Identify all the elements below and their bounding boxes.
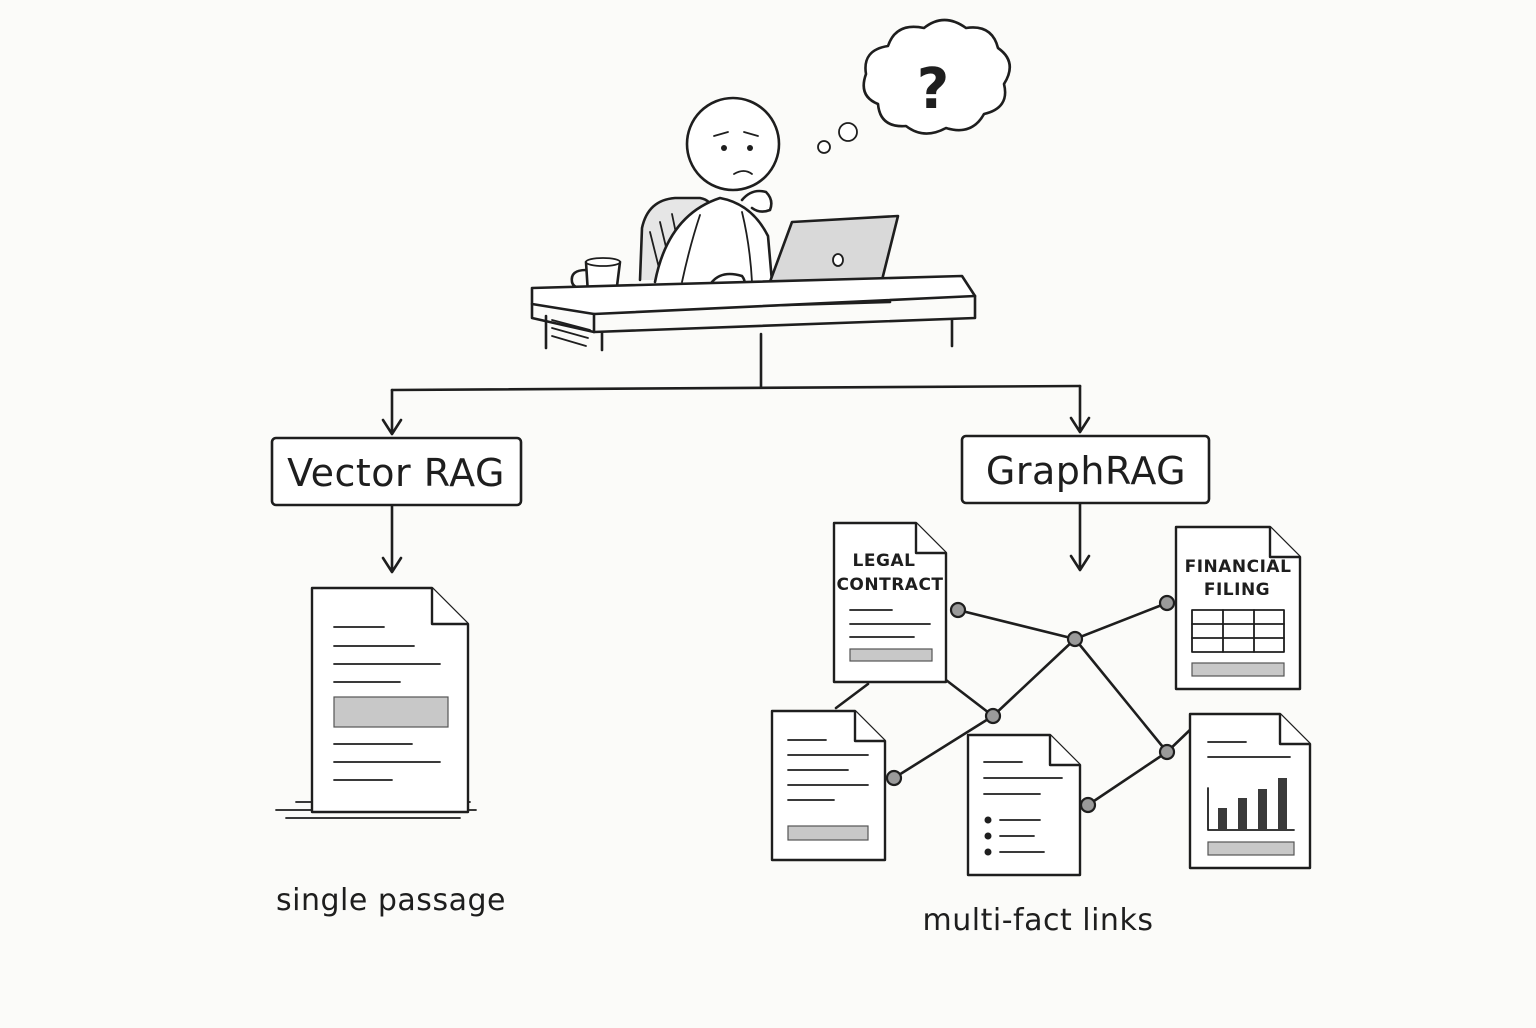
chart-document-right xyxy=(1188,712,1312,870)
text-document-left xyxy=(770,709,887,862)
graphrag-label: GraphRAG xyxy=(986,449,1186,493)
bar-chart-icon xyxy=(1207,778,1295,831)
single-passage-caption: single passage xyxy=(276,883,506,918)
multi-fact-links-caption: multi-fact links xyxy=(923,903,1154,938)
graph-node xyxy=(1079,796,1097,814)
legal-contract-document: LEGAL CONTRACT xyxy=(832,521,948,684)
arrow-to-graph xyxy=(1069,502,1091,572)
vector-rag-box: Vector RAG xyxy=(270,436,523,507)
graph-node xyxy=(885,769,903,787)
arrow-to-vector-rag xyxy=(381,388,403,436)
list-document-middle xyxy=(966,733,1082,877)
graph-node xyxy=(1158,743,1176,761)
right-eye xyxy=(747,145,753,151)
question-mark: ? xyxy=(917,57,949,122)
person-head xyxy=(685,96,781,192)
graphrag-box: GraphRAG xyxy=(960,434,1211,505)
arrow-to-graphrag xyxy=(1069,384,1091,434)
graph-node xyxy=(1158,594,1176,612)
left-eye xyxy=(721,145,727,151)
financial-filing-document: FINANCIAL FILING xyxy=(1174,525,1302,691)
thought-bubble: ? xyxy=(817,18,1012,154)
legal-contract-title-line1: LEGAL xyxy=(853,551,916,571)
person-at-desk-illustration: ? xyxy=(530,18,1012,352)
financial-filing-title-line2: FILING xyxy=(1204,580,1270,600)
graph-node xyxy=(984,707,1002,725)
financial-table-icon xyxy=(1191,609,1285,653)
graph-node xyxy=(949,601,967,619)
graph-node xyxy=(1066,630,1084,648)
legal-contract-title-line2: CONTRACT xyxy=(836,575,943,595)
arrow-to-single-passage xyxy=(381,504,403,574)
desk xyxy=(530,274,977,352)
vector-rag-label: Vector RAG xyxy=(287,451,505,495)
financial-filing-title-line1: FINANCIAL xyxy=(1185,557,1292,577)
single-passage-document xyxy=(275,586,477,819)
graph-edges xyxy=(834,601,1194,807)
graph-nodes xyxy=(885,594,1176,814)
split-connector xyxy=(381,332,1091,436)
